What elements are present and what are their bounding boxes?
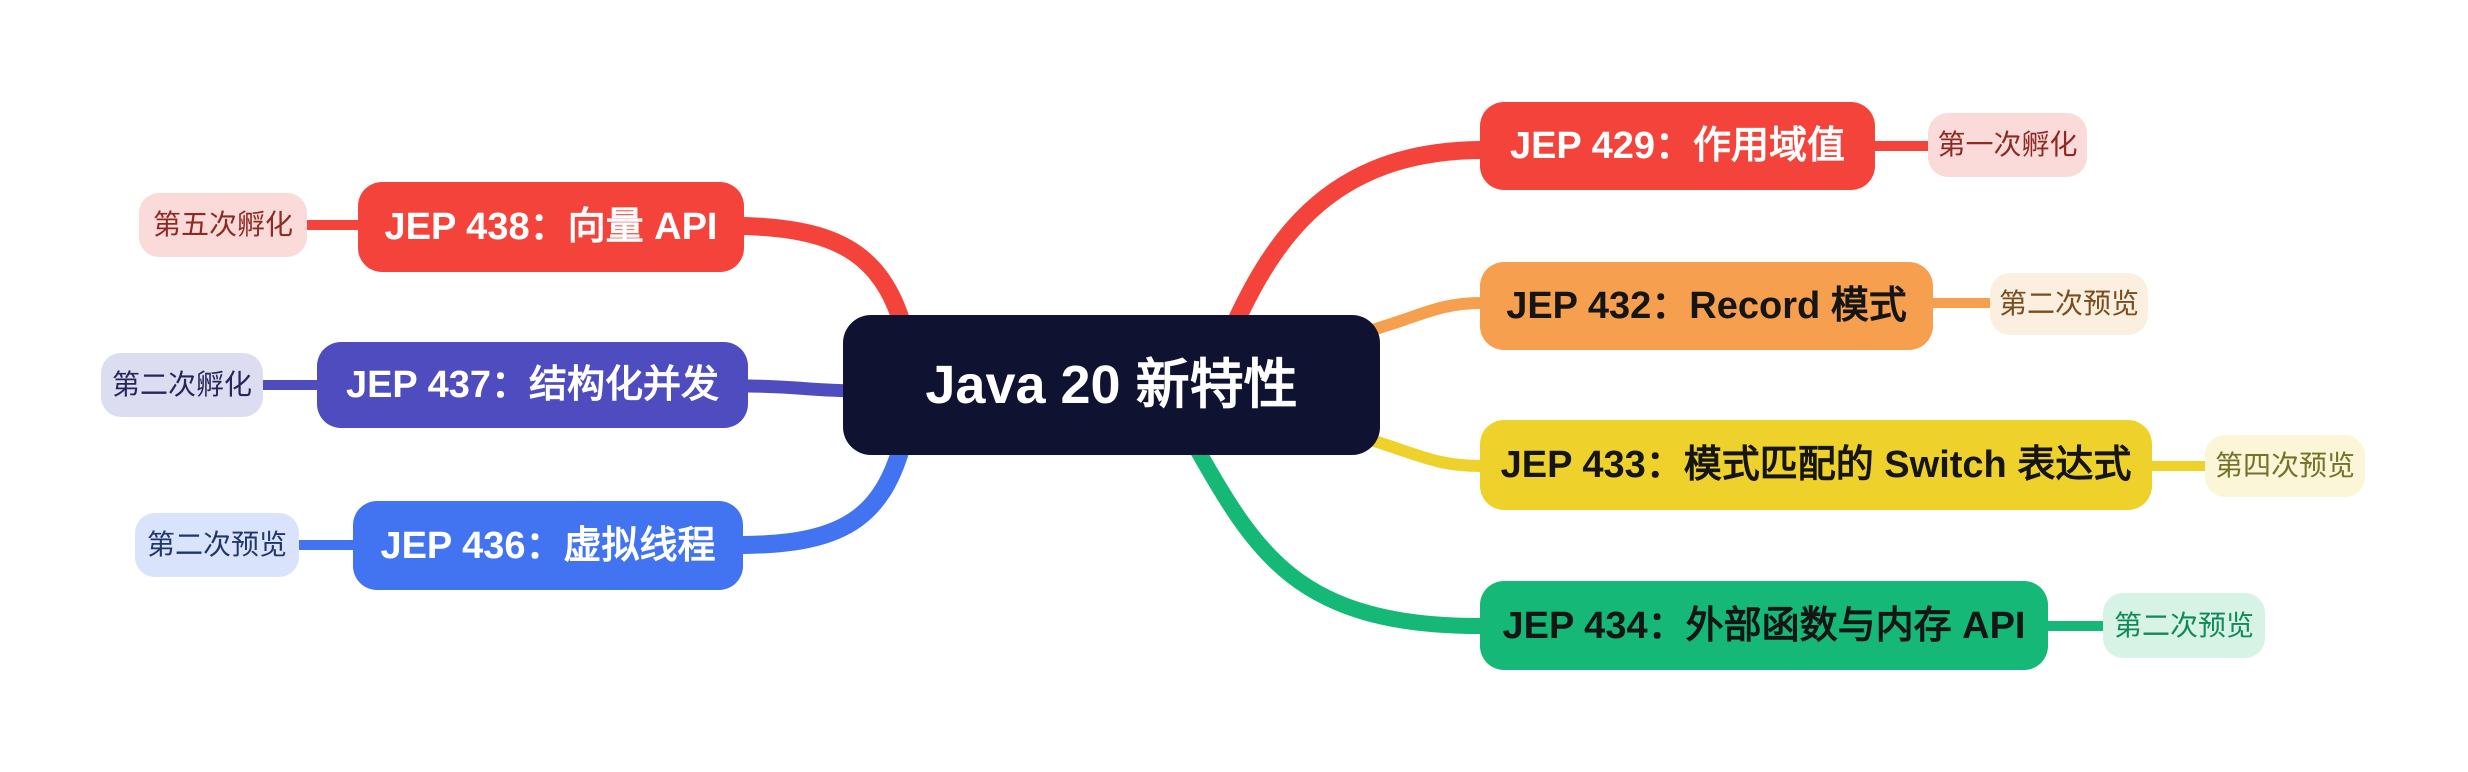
tag-label-jep434: 第二次预览 bbox=[2113, 609, 2254, 641]
tag-jep438[interactable]: 第五次孵化 bbox=[139, 193, 307, 257]
topic-label-jep429: JEP 429：作用域值 bbox=[1509, 125, 1846, 167]
topic-node-jep436[interactable]: JEP 436：虚拟线程 bbox=[353, 501, 743, 590]
topic-label-jep433: JEP 433：模式匹配的 Switch 表达式 bbox=[1500, 444, 2132, 486]
tag-label-jep429: 第一次孵化 bbox=[1937, 129, 2078, 160]
tag-label-jep438: 第五次孵化 bbox=[152, 209, 293, 240]
topic-node-jep429[interactable]: JEP 429：作用域值 bbox=[1480, 102, 1875, 190]
tag-jep429[interactable]: 第一次孵化 bbox=[1928, 113, 2087, 177]
topic-label-jep437: JEP 437：结构化并发 bbox=[345, 364, 720, 406]
topic-label-jep438: JEP 438：向量 API bbox=[384, 206, 718, 248]
topic-label-jep436: JEP 436：虚拟线程 bbox=[380, 524, 716, 567]
topic-node-jep434[interactable]: JEP 434：外部函数与内存 API bbox=[1480, 581, 2048, 670]
tag-jep432[interactable]: 第二次预览 bbox=[1990, 273, 2148, 335]
root-label: Java 20 新特性 bbox=[925, 355, 1298, 415]
branch-curve-jep433 bbox=[1359, 432, 1488, 472]
topic-node-jep438[interactable]: JEP 438：向量 API bbox=[358, 182, 744, 272]
tag-jep434[interactable]: 第二次预览 bbox=[2103, 593, 2265, 658]
tag-jep437[interactable]: 第二次孵化 bbox=[101, 353, 263, 417]
topic-label-jep432: JEP 432：Record 模式 bbox=[1506, 285, 1907, 327]
topic-label-jep434: JEP 434：外部函数与内存 API bbox=[1502, 604, 2026, 647]
topic-node-jep437[interactable]: JEP 437：结构化并发 bbox=[317, 342, 748, 428]
branch-curve-jep432 bbox=[1359, 297, 1488, 338]
tag-label-jep433: 第四次预览 bbox=[2214, 450, 2355, 481]
tag-label-jep432: 第二次预览 bbox=[1998, 288, 2139, 319]
branch-curve-jep436 bbox=[734, 421, 915, 554]
topic-node-jep432[interactable]: JEP 432：Record 模式 bbox=[1480, 262, 1933, 350]
root-node[interactable]: Java 20 新特性 bbox=[843, 315, 1380, 455]
tag-jep436[interactable]: 第二次预览 bbox=[135, 513, 299, 577]
tag-jep433[interactable]: 第四次预览 bbox=[2205, 435, 2365, 497]
tag-label-jep436: 第二次预览 bbox=[146, 529, 287, 560]
branch-curve-jep434 bbox=[1177, 420, 1488, 634]
tag-label-jep437: 第二次孵化 bbox=[111, 369, 252, 400]
topic-node-jep433[interactable]: JEP 433：模式匹配的 Switch 表达式 bbox=[1480, 420, 2152, 510]
